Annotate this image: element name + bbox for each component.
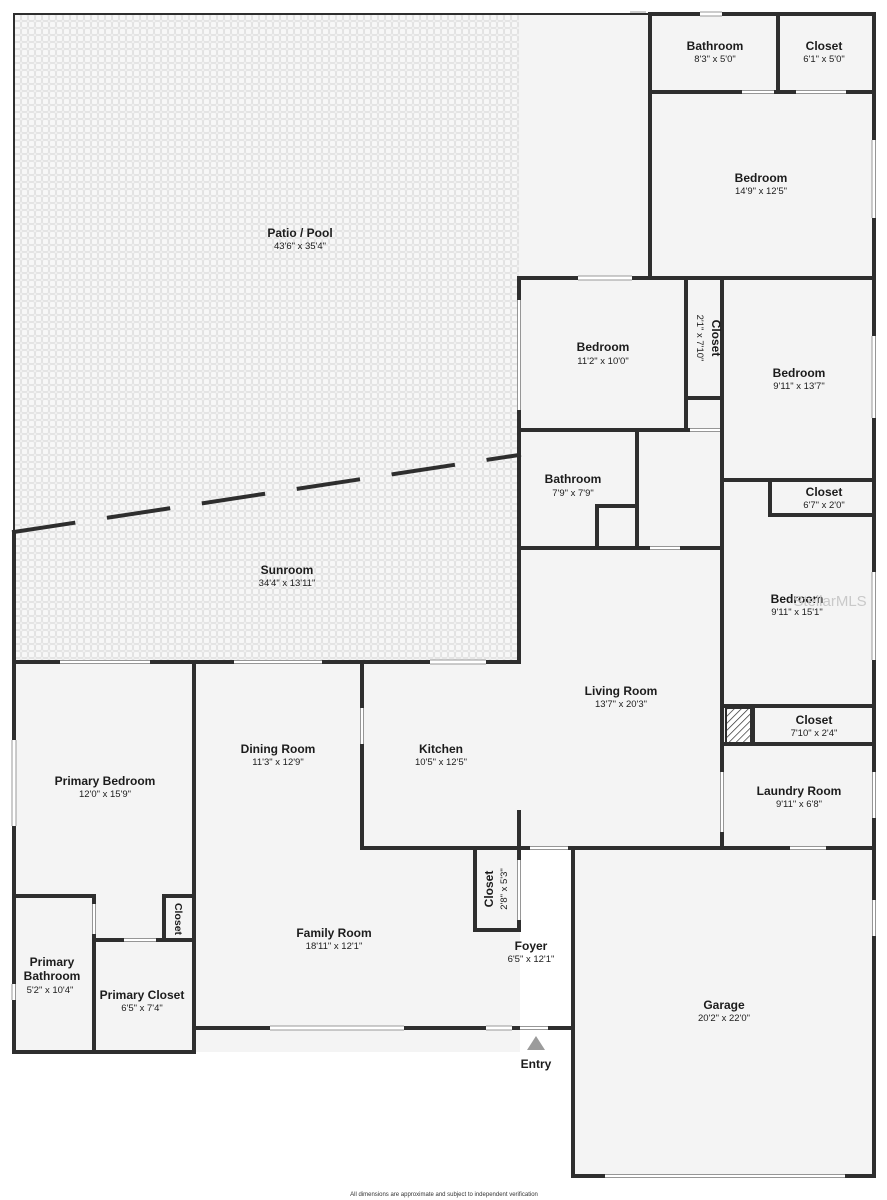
room-dims-primary-bedroom: 12'0" x 15'9" (79, 789, 131, 800)
room-dims-bathroom-2: 8'3" x 5'0" (694, 54, 736, 65)
room-name-primary-closet: Primary Closet (100, 988, 185, 1002)
room-name-closet-6: Closet (172, 903, 184, 936)
watermark: StellarMLS (793, 593, 866, 610)
room-dims-dining-room: 11'3" x 12'9" (252, 757, 303, 768)
room-name-primary-bedroom: Primary Bedroom (55, 774, 156, 788)
room-dims-bedroom-3: 9'11" x 13'7" (773, 381, 824, 392)
room-dims-bedroom-4: 9'11" x 15'1" (771, 607, 822, 618)
room-name-primary-bathroom-line1: Primary (30, 955, 75, 969)
room-dims-bathroom-1: 7'9" x 7'9" (552, 488, 594, 499)
room-name-bedroom-2: Bedroom (577, 340, 630, 354)
room-dims-living-room: 13'7" x 20'3" (595, 699, 647, 710)
patio-floor (14, 14, 650, 532)
room-labels: Bathroom 8'3" x 5'0" Closet 6'1" x 5'0" … (24, 39, 845, 1024)
room-name-foyer: Foyer (515, 939, 548, 953)
room-dims-foyer: 6'5" x 12'1" (508, 954, 555, 965)
room-name-family-room: Family Room (296, 926, 371, 940)
window-frames (11, 11, 873, 1031)
room-name-patio: Patio / Pool (267, 226, 332, 240)
room-name-closet-3: Closet (806, 485, 843, 499)
room-name-closet-5: Closet (482, 871, 496, 908)
room-dims-family-room: 18'11" x 12'1" (306, 941, 363, 952)
room-name-closet-4: Closet (796, 713, 833, 727)
room-name-kitchen: Kitchen (419, 742, 463, 756)
room-name-laundry-room: Laundry Room (757, 784, 842, 798)
room-dims-kitchen: 10'5" x 12'5" (415, 757, 467, 768)
room-name-primary-bathroom-line2: Bathroom (24, 969, 81, 983)
room-dims-laundry-room: 9'11" x 6'8" (776, 799, 822, 810)
room-dims-patio: 43'6" x 35'4" (274, 241, 326, 252)
entry-arrow-icon (527, 1036, 545, 1050)
room-name-closet-1: Closet (806, 39, 843, 53)
room-name-bedroom-4: Bedroom (771, 592, 824, 606)
disclaimer: All dimensions are approximate and subje… (350, 1192, 538, 1198)
room-dims-closet-2: 2'1" x 7'10" (694, 315, 705, 362)
room-dims-garage: 20'2" x 22'0" (698, 1013, 750, 1024)
room-dims-closet-5: 2'8" x 5'3" (499, 868, 510, 910)
room-name-bedroom-3: Bedroom (773, 366, 826, 380)
room-name-bathroom-2: Bathroom (687, 39, 744, 53)
room-dims-sunroom: 34'4" x 13'11" (259, 578, 316, 589)
house-floor-west (14, 662, 520, 1052)
room-name-bathroom-1: Bathroom (545, 472, 602, 486)
garage-floor (573, 848, 874, 1176)
room-dims-closet-3: 6'7" x 2'0" (803, 500, 845, 511)
room-name-sunroom: Sunroom (261, 563, 314, 577)
room-dims-closet-4: 7'10" x 2'4" (791, 728, 838, 739)
room-name-dining-room: Dining Room (241, 742, 316, 756)
hatched-column (725, 707, 752, 745)
room-name-living-room: Living Room (585, 684, 658, 698)
room-dims-primary-closet: 6'5" x 7'4" (121, 1003, 163, 1014)
room-name-garage: Garage (703, 998, 745, 1012)
openings (12, 12, 876, 1178)
entry-label: Entry (521, 1057, 552, 1071)
room-name-bedroom-1: Bedroom (735, 171, 788, 185)
room-name-closet-2: Closet (709, 320, 723, 357)
sunroom-floor (14, 455, 519, 662)
room-dims-bedroom-2: 11'2" x 10'0" (577, 356, 628, 367)
room-dims-primary-bathroom: 5'2" x 10'4" (27, 985, 74, 996)
room-dims-bedroom-1: 14'9" x 12'5" (735, 186, 787, 197)
room-dims-closet-1: 6'1" x 5'0" (803, 54, 845, 65)
